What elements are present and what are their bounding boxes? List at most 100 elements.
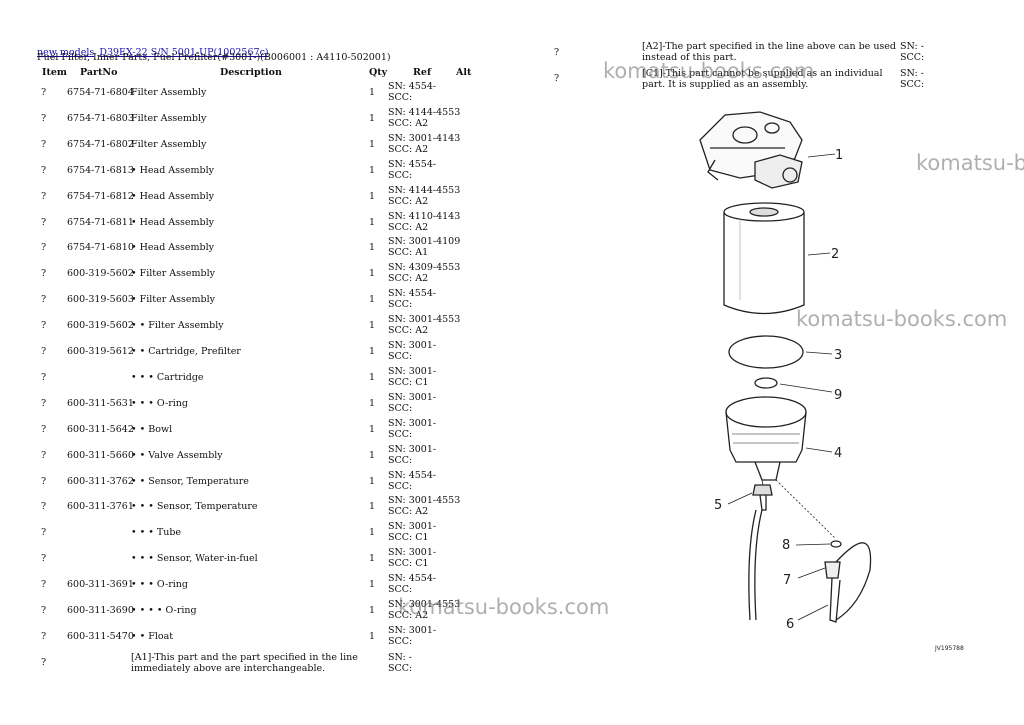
row-scc: SCC: A2	[388, 610, 429, 621]
row-qty: 1	[369, 630, 376, 642]
row-ref: SN: 3001-SCC: C1	[388, 547, 436, 569]
row-sn: SN: 4554-	[388, 81, 437, 92]
row-item: ?	[41, 346, 47, 357]
row-partno: 6754-71-6812	[67, 190, 134, 202]
note-c1-line2: part. It is supplied as an assembly.	[642, 79, 809, 90]
note-a2-ref: SN: - SCC:	[900, 41, 924, 63]
row-scc: SCC: C1	[388, 532, 429, 544]
row-sn: SN: 3001-	[388, 417, 437, 429]
row-item: ?	[41, 164, 47, 176]
row-sn: SN: 4110-4143	[388, 210, 461, 222]
row-scc: SCC: A2	[388, 325, 429, 337]
new-models-link[interactable]: new models	[37, 47, 95, 58]
row-sn: SN: 3001-	[388, 391, 437, 403]
row-qty: 1	[369, 579, 376, 591]
callout-5: 5	[714, 498, 722, 513]
watermark-partial: komatsu-b	[916, 151, 1024, 175]
row-ref: SN: 3001-SCC:	[388, 418, 436, 440]
note-a2-scc: SCC:	[900, 52, 925, 63]
row-sn: SN: 4144-4553	[388, 106, 461, 118]
row-description: • Filter Assembly	[131, 268, 216, 280]
note-a1-scc: SCC:	[388, 663, 413, 674]
row-item: ?	[41, 501, 47, 513]
note-a1-line1: [A1]-This part and the part specified in…	[131, 652, 358, 663]
row-item: ?	[41, 397, 47, 409]
row-partno: 6754-71-6810	[67, 242, 134, 254]
row-qty: 1	[369, 397, 376, 409]
note-c1-sn: SN: -	[900, 68, 924, 79]
row-scc: SCC: C1	[388, 376, 429, 388]
row-scc: SCC:	[388, 169, 413, 181]
note-a1-text: [A1]-This part and the part specified in…	[131, 652, 358, 674]
row-ref: SN: 3001-SCC: C1	[388, 366, 436, 388]
row-partno: 600-311-5470	[67, 630, 134, 642]
row-scc: SCC:	[388, 299, 413, 311]
row-scc: SCC:	[388, 584, 413, 596]
row-sn: SN: 3001-	[388, 443, 437, 455]
valve-drawing	[752, 484, 773, 511]
row-ref: SN: 4554-SCC:	[388, 470, 436, 492]
row-ref: SN: 4554-SCC:	[388, 573, 436, 595]
row-description: • • Valve Assembly	[131, 449, 223, 461]
row-partno: 600-311-5642	[67, 423, 134, 435]
row-scc: SCC:	[388, 402, 413, 414]
row-qty: 1	[369, 346, 376, 357]
note-a2-item: ?	[554, 47, 560, 58]
row-sn: SN: 3001-	[388, 365, 437, 377]
row-sn: SN: 4554-	[388, 288, 437, 300]
note-c1-item: ?	[554, 73, 560, 84]
row-qty: 1	[369, 164, 376, 176]
row-description: • • Float	[131, 630, 174, 642]
row-item: ?	[41, 294, 47, 306]
col-description-header: Description	[220, 67, 282, 78]
row-ref: SN: 3001-SCC: C1	[388, 521, 436, 543]
row-description: • • • Tube	[131, 527, 182, 539]
row-item: ?	[41, 579, 47, 591]
row-ref: SN: 4554-SCC:	[388, 288, 436, 310]
callout-6: 6	[786, 617, 794, 632]
row-sn: SN: 3001-4109	[388, 236, 461, 248]
row-partno: 600-311-3762	[67, 475, 134, 487]
row-description: • • Filter Assembly	[131, 320, 224, 332]
row-qty: 1	[369, 475, 376, 487]
row-item: ?	[41, 268, 47, 280]
row-scc: SCC: A1	[388, 247, 429, 259]
model-link[interactable]: D39EX-22 S/N 5001-UP(1002567c)	[99, 47, 269, 58]
page-title: Fuel Filter, Inner Parts, Fuel Prefilter…	[37, 52, 391, 63]
row-partno: 600-311-3761	[67, 501, 134, 513]
note-c1-line1: [C1]-This part cannot be supplied as an …	[642, 68, 883, 79]
note-a1-sn: SN: -	[388, 652, 412, 663]
row-qty: 1	[369, 294, 376, 306]
row-item: ?	[41, 423, 47, 435]
row-qty: 1	[369, 216, 376, 228]
row-item: ?	[41, 190, 47, 202]
row-ref: SN: 4554-SCC:	[388, 159, 436, 181]
row-item: ?	[41, 371, 47, 383]
row-qty: 1	[369, 423, 376, 435]
note-a2-text: [A2]-The part specified in the line abov…	[642, 41, 896, 63]
row-item: ?	[41, 475, 47, 487]
row-ref: SN: 3001-SCC:	[388, 392, 436, 414]
figure-code: JV195788	[934, 645, 964, 652]
row-scc: SCC: A2	[388, 273, 429, 285]
row-qty: 1	[369, 501, 376, 513]
row-ref: SN: 4554-SCC:	[388, 81, 436, 103]
row-item: ?	[41, 216, 47, 228]
row-partno: 600-319-5612	[67, 346, 134, 357]
row-scc: SCC: A2	[388, 117, 429, 129]
